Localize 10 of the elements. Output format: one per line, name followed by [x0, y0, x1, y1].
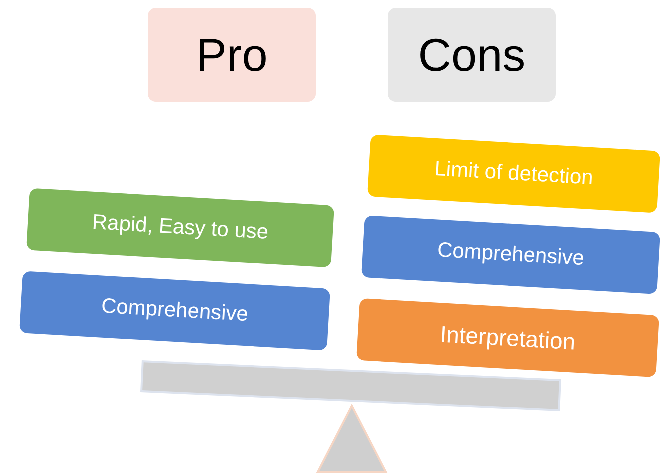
con-tag [356, 298, 660, 378]
tag-text: Limit of detection [434, 157, 594, 191]
tag-text: Comprehensive [436, 238, 586, 272]
tag-text: Rapid, Easy to use [91, 210, 269, 246]
cons-heading-box [388, 8, 556, 102]
tag-text: Comprehensive [100, 294, 250, 328]
tag-text: Interpretation [440, 320, 576, 356]
heading-text: Pro [196, 28, 268, 82]
heading-text: Cons [418, 28, 526, 82]
pro-heading-box [148, 8, 316, 102]
